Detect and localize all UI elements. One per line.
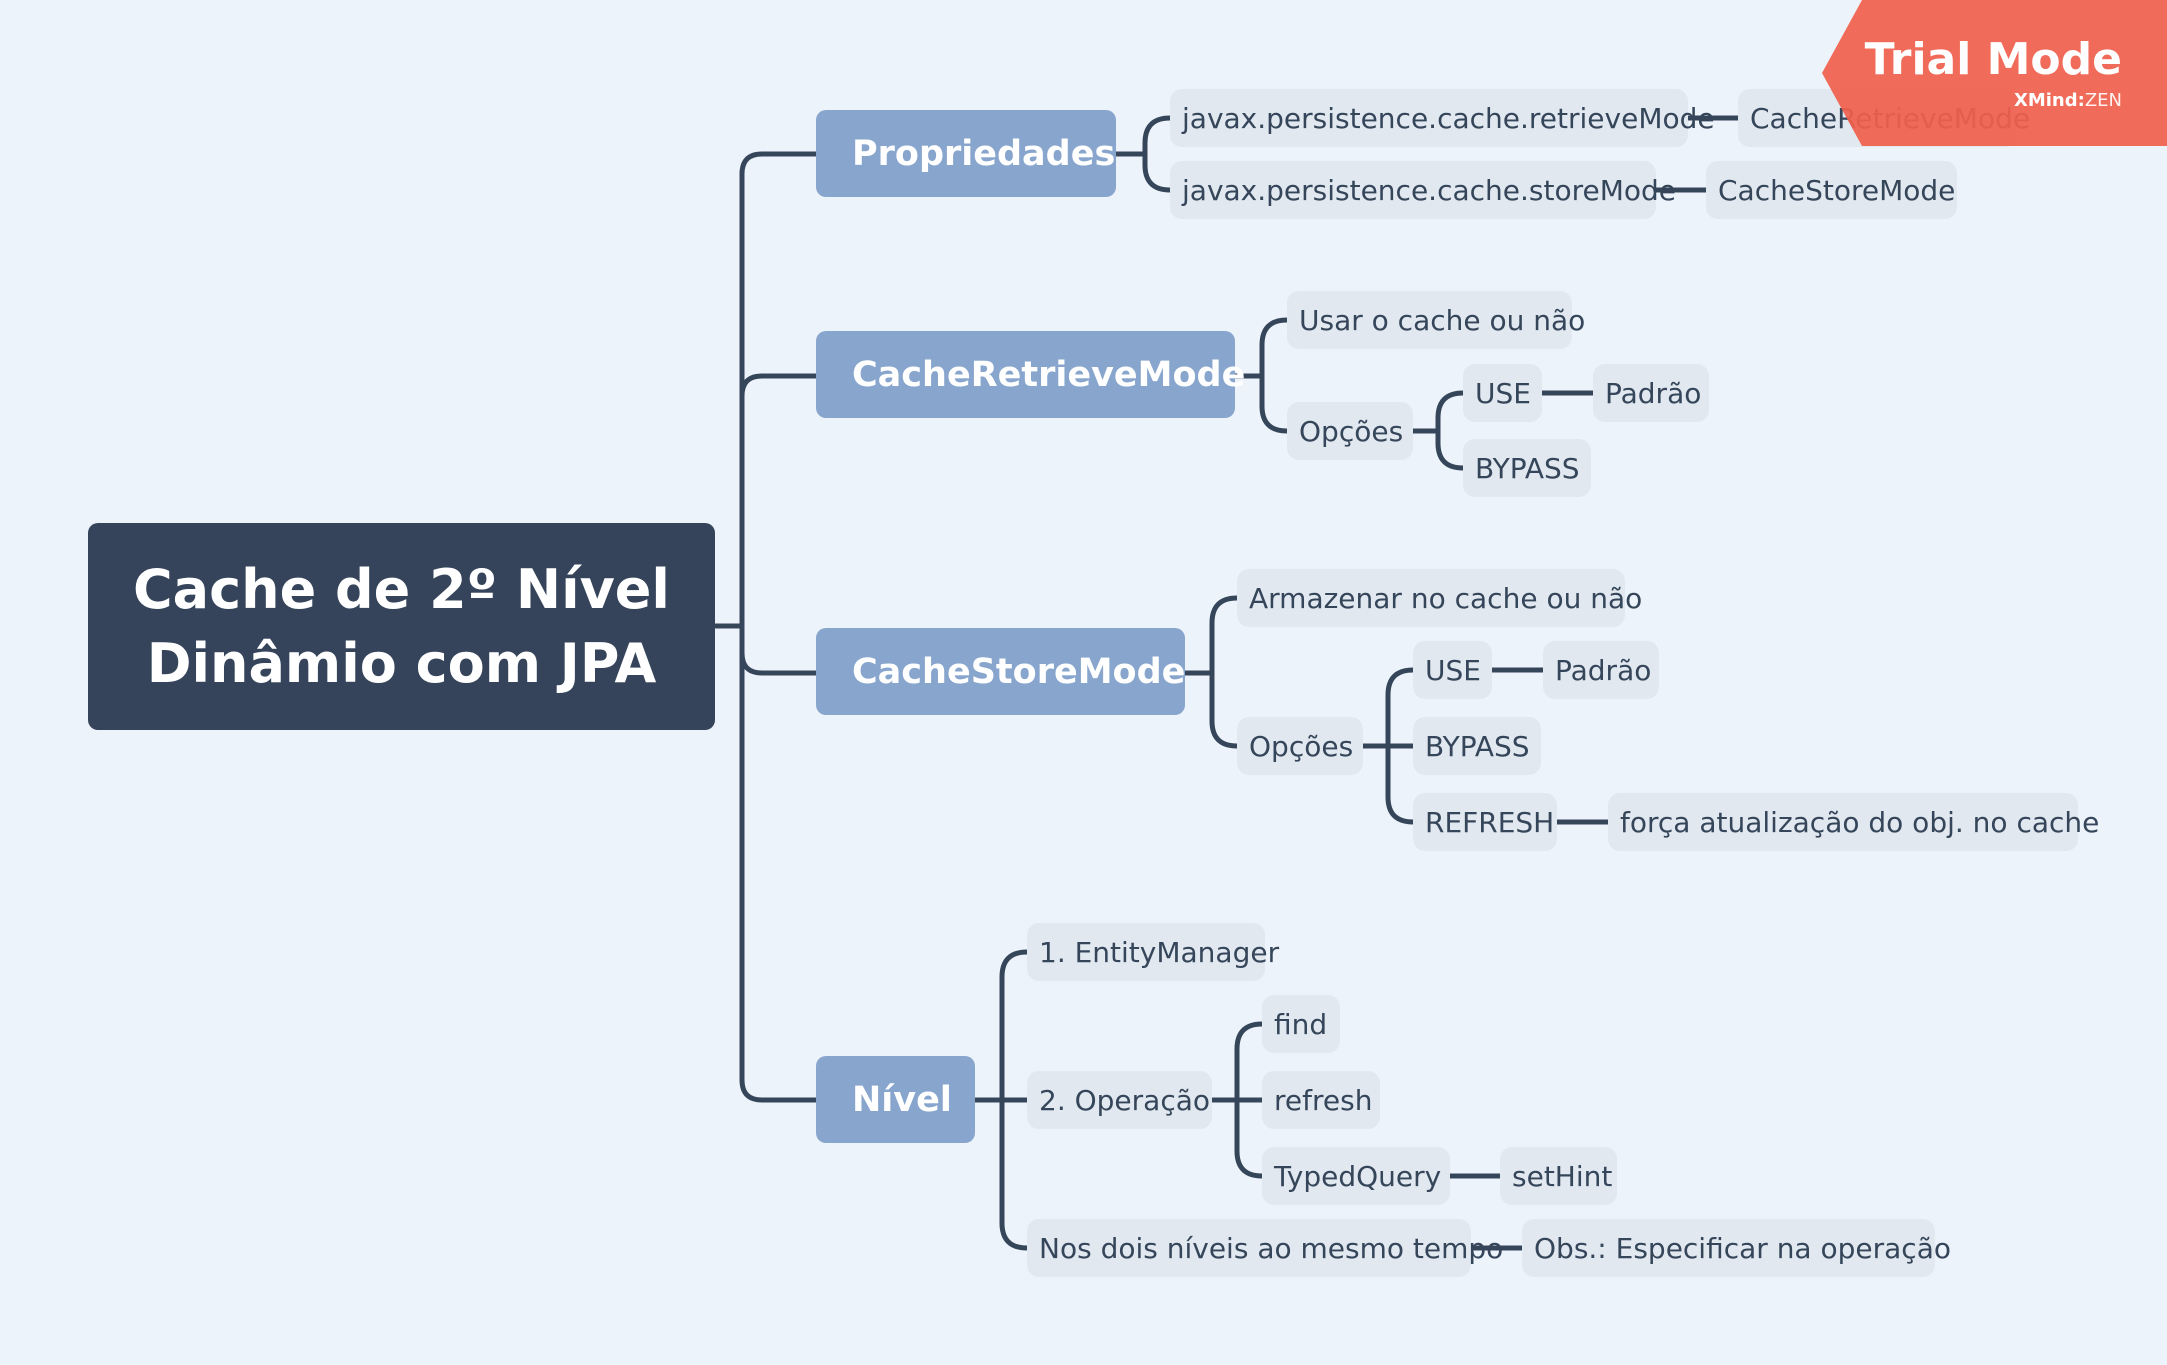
connector-store-bracket (1209, 595, 1240, 749)
trial-mode-badge-shape (1822, 0, 2167, 146)
topic-cache-store-mode[interactable]: CacheStoreMode (816, 628, 1185, 715)
connector-trunk (739, 151, 819, 1103)
subtopic-store-mode-type[interactable]: CacheStoreMode (1706, 161, 1957, 219)
xmind-zen-logo: XMind:ZEN (2013, 90, 2122, 111)
subtopic-retrieve-padrao[interactable]: Padrão (1593, 364, 1709, 422)
subtopic-both-levels[interactable]: Nos dois níveis ao mesmo tempo (1027, 1219, 1503, 1277)
subtopic-store-refresh-note[interactable]: força atualização do obj. no cache (1608, 793, 2099, 851)
trial-mode-watermark[interactable]: Trial Mode XMind:ZEN (1822, 0, 2167, 146)
subtopic-store-description[interactable]: Armazenar no cache ou não (1237, 569, 1642, 627)
root-title-line-1: Cache de 2º Nível (133, 558, 670, 622)
xmind-edition: ZEN (2084, 90, 2122, 111)
subtopic-store-mode-property[interactable]: javax.persistence.cache.storeMode (1170, 161, 1676, 219)
subtopic-find[interactable]: find (1262, 995, 1340, 1053)
connector-prop-bracket (1142, 115, 1173, 193)
connector-retrieve-opcoes-bracket (1435, 390, 1466, 471)
subtopic-retrieve-opcoes[interactable]: Opções (1287, 402, 1413, 460)
subtopic-refresh[interactable]: refresh (1262, 1071, 1380, 1129)
root-title-line-2: Dinâmio com JPA (146, 631, 657, 695)
connector-root-store (739, 650, 819, 676)
subtopic-entity-manager[interactable]: 1. EntityManager (1027, 923, 1279, 981)
subtopic-store-padrao[interactable]: Padrão (1543, 641, 1659, 699)
subtopic-store-refresh[interactable]: REFRESH (1413, 793, 1557, 851)
subtopic-retrieve-description[interactable]: Usar o cache ou não (1287, 291, 1585, 349)
topic-cache-retrieve-mode[interactable]: CacheRetrieveMode (816, 331, 1245, 418)
subtopic-retrieve-use[interactable]: USE (1463, 364, 1542, 422)
subtopic-store-use[interactable]: USE (1413, 641, 1492, 699)
xmind-brand: XMind (2013, 90, 2078, 111)
subtopic-store-opcoes[interactable]: Opções (1237, 717, 1363, 775)
topic-nivel[interactable]: Nível (816, 1056, 975, 1143)
subtopic-operacao[interactable]: 2. Operação (1027, 1071, 1212, 1129)
topic-propriedades[interactable]: Propriedades (816, 110, 1116, 197)
connector-root-retrieve (739, 373, 819, 399)
subtopic-retrieve-mode-property[interactable]: javax.persistence.cache.retrieveMode (1170, 89, 1715, 147)
subtopic-retrieve-bypass[interactable]: BYPASS (1463, 439, 1591, 497)
subtopic-obs[interactable]: Obs.: Especificar na operação (1522, 1219, 1951, 1277)
connector-retrieve-bracket (1259, 317, 1290, 434)
trial-mode-title: Trial Mode (1864, 34, 2122, 85)
subtopic-typed-query[interactable]: TypedQuery (1262, 1147, 1450, 1205)
subtopic-store-bypass[interactable]: BYPASS (1413, 717, 1541, 775)
subtopic-set-hint[interactable]: setHint (1500, 1147, 1617, 1205)
root-topic[interactable]: Cache de 2º Nível Dinâmio com JPA (88, 523, 715, 730)
